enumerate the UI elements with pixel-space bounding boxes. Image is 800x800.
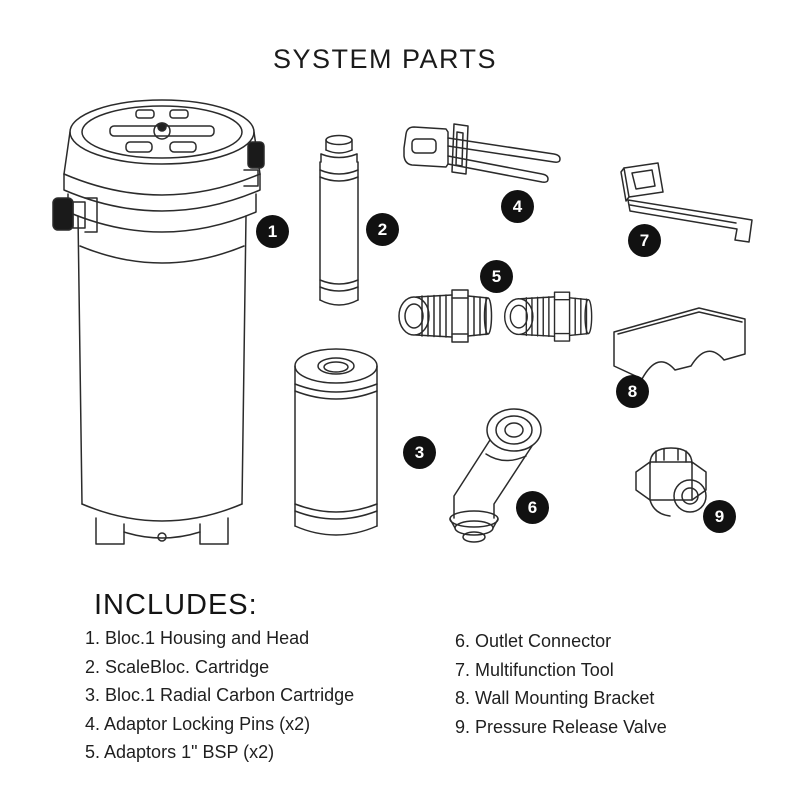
- page-title: SYSTEM PARTS: [272, 44, 498, 74]
- includes-left-list: 1. Bloc.1 Housing and Head 2. ScaleBloc.…: [85, 624, 354, 767]
- outlet-connector-drawing: [449, 408, 542, 543]
- includes-right-list: 6. Outlet Connector 7. Multifunction Too…: [455, 627, 667, 741]
- locking-pins-drawing: [403, 123, 561, 183]
- part-badge-6: 6: [516, 491, 549, 524]
- part-adaptors-bsp: [394, 276, 596, 354]
- part-badge-7: 7: [628, 224, 661, 257]
- part-housing-and-head: [52, 86, 267, 566]
- wall-bracket-drawing: [613, 307, 746, 380]
- part-wall-bracket: [604, 302, 754, 398]
- includes-item: 6. Outlet Connector: [455, 631, 612, 651]
- part-badge-4: 4: [501, 190, 534, 223]
- part-badge-3: 3: [403, 436, 436, 469]
- includes-heading: INCLUDES:: [94, 589, 258, 621]
- includes-item: 2. ScaleBloc. Cartridge: [85, 656, 270, 677]
- includes-left-column: 1. Bloc.1 Housing and Head 2. ScaleBloc.…: [85, 624, 354, 767]
- part-badge-9: 9: [703, 500, 736, 533]
- pressure-valve-drawing: [635, 447, 707, 517]
- part-scalebloc-cartridge: [312, 132, 366, 324]
- includes-item: 1. Bloc.1 Housing and Head: [85, 628, 310, 648]
- part-carbon-cartridge: [290, 342, 382, 548]
- carbon-cartridge-drawing: [294, 348, 378, 536]
- part-badge-2: 2: [366, 213, 399, 246]
- multifunction-tool-drawing: [620, 162, 753, 243]
- adaptors-drawing: [398, 289, 593, 343]
- part-badge-8: 8: [616, 375, 649, 408]
- includes-item: 8. Wall Mounting Bracket: [455, 688, 655, 708]
- part-badge-5: 5: [480, 260, 513, 293]
- housing-drawing: [52, 99, 265, 545]
- includes-right-column: 6. Outlet Connector 7. Multifunction Too…: [455, 627, 667, 741]
- includes-item: 9. Pressure Release Valve: [455, 716, 667, 737]
- includes-item: 4. Adaptor Locking Pins (x2): [85, 713, 311, 734]
- part-badge-1: 1: [256, 215, 289, 248]
- includes-item: 7. Multifunction Tool: [455, 659, 614, 680]
- part-locking-pins: [394, 114, 566, 198]
- part-pressure-release-valve: [624, 438, 718, 530]
- scalebloc-cartridge-drawing: [319, 134, 359, 306]
- includes-item: 5. Adaptors 1" BSP (x2): [85, 742, 275, 762]
- part-multifunction-tool: [608, 158, 756, 252]
- includes-item: 3. Bloc.1 Radial Carbon Cartridge: [85, 685, 355, 705]
- part-outlet-connector: [434, 400, 552, 552]
